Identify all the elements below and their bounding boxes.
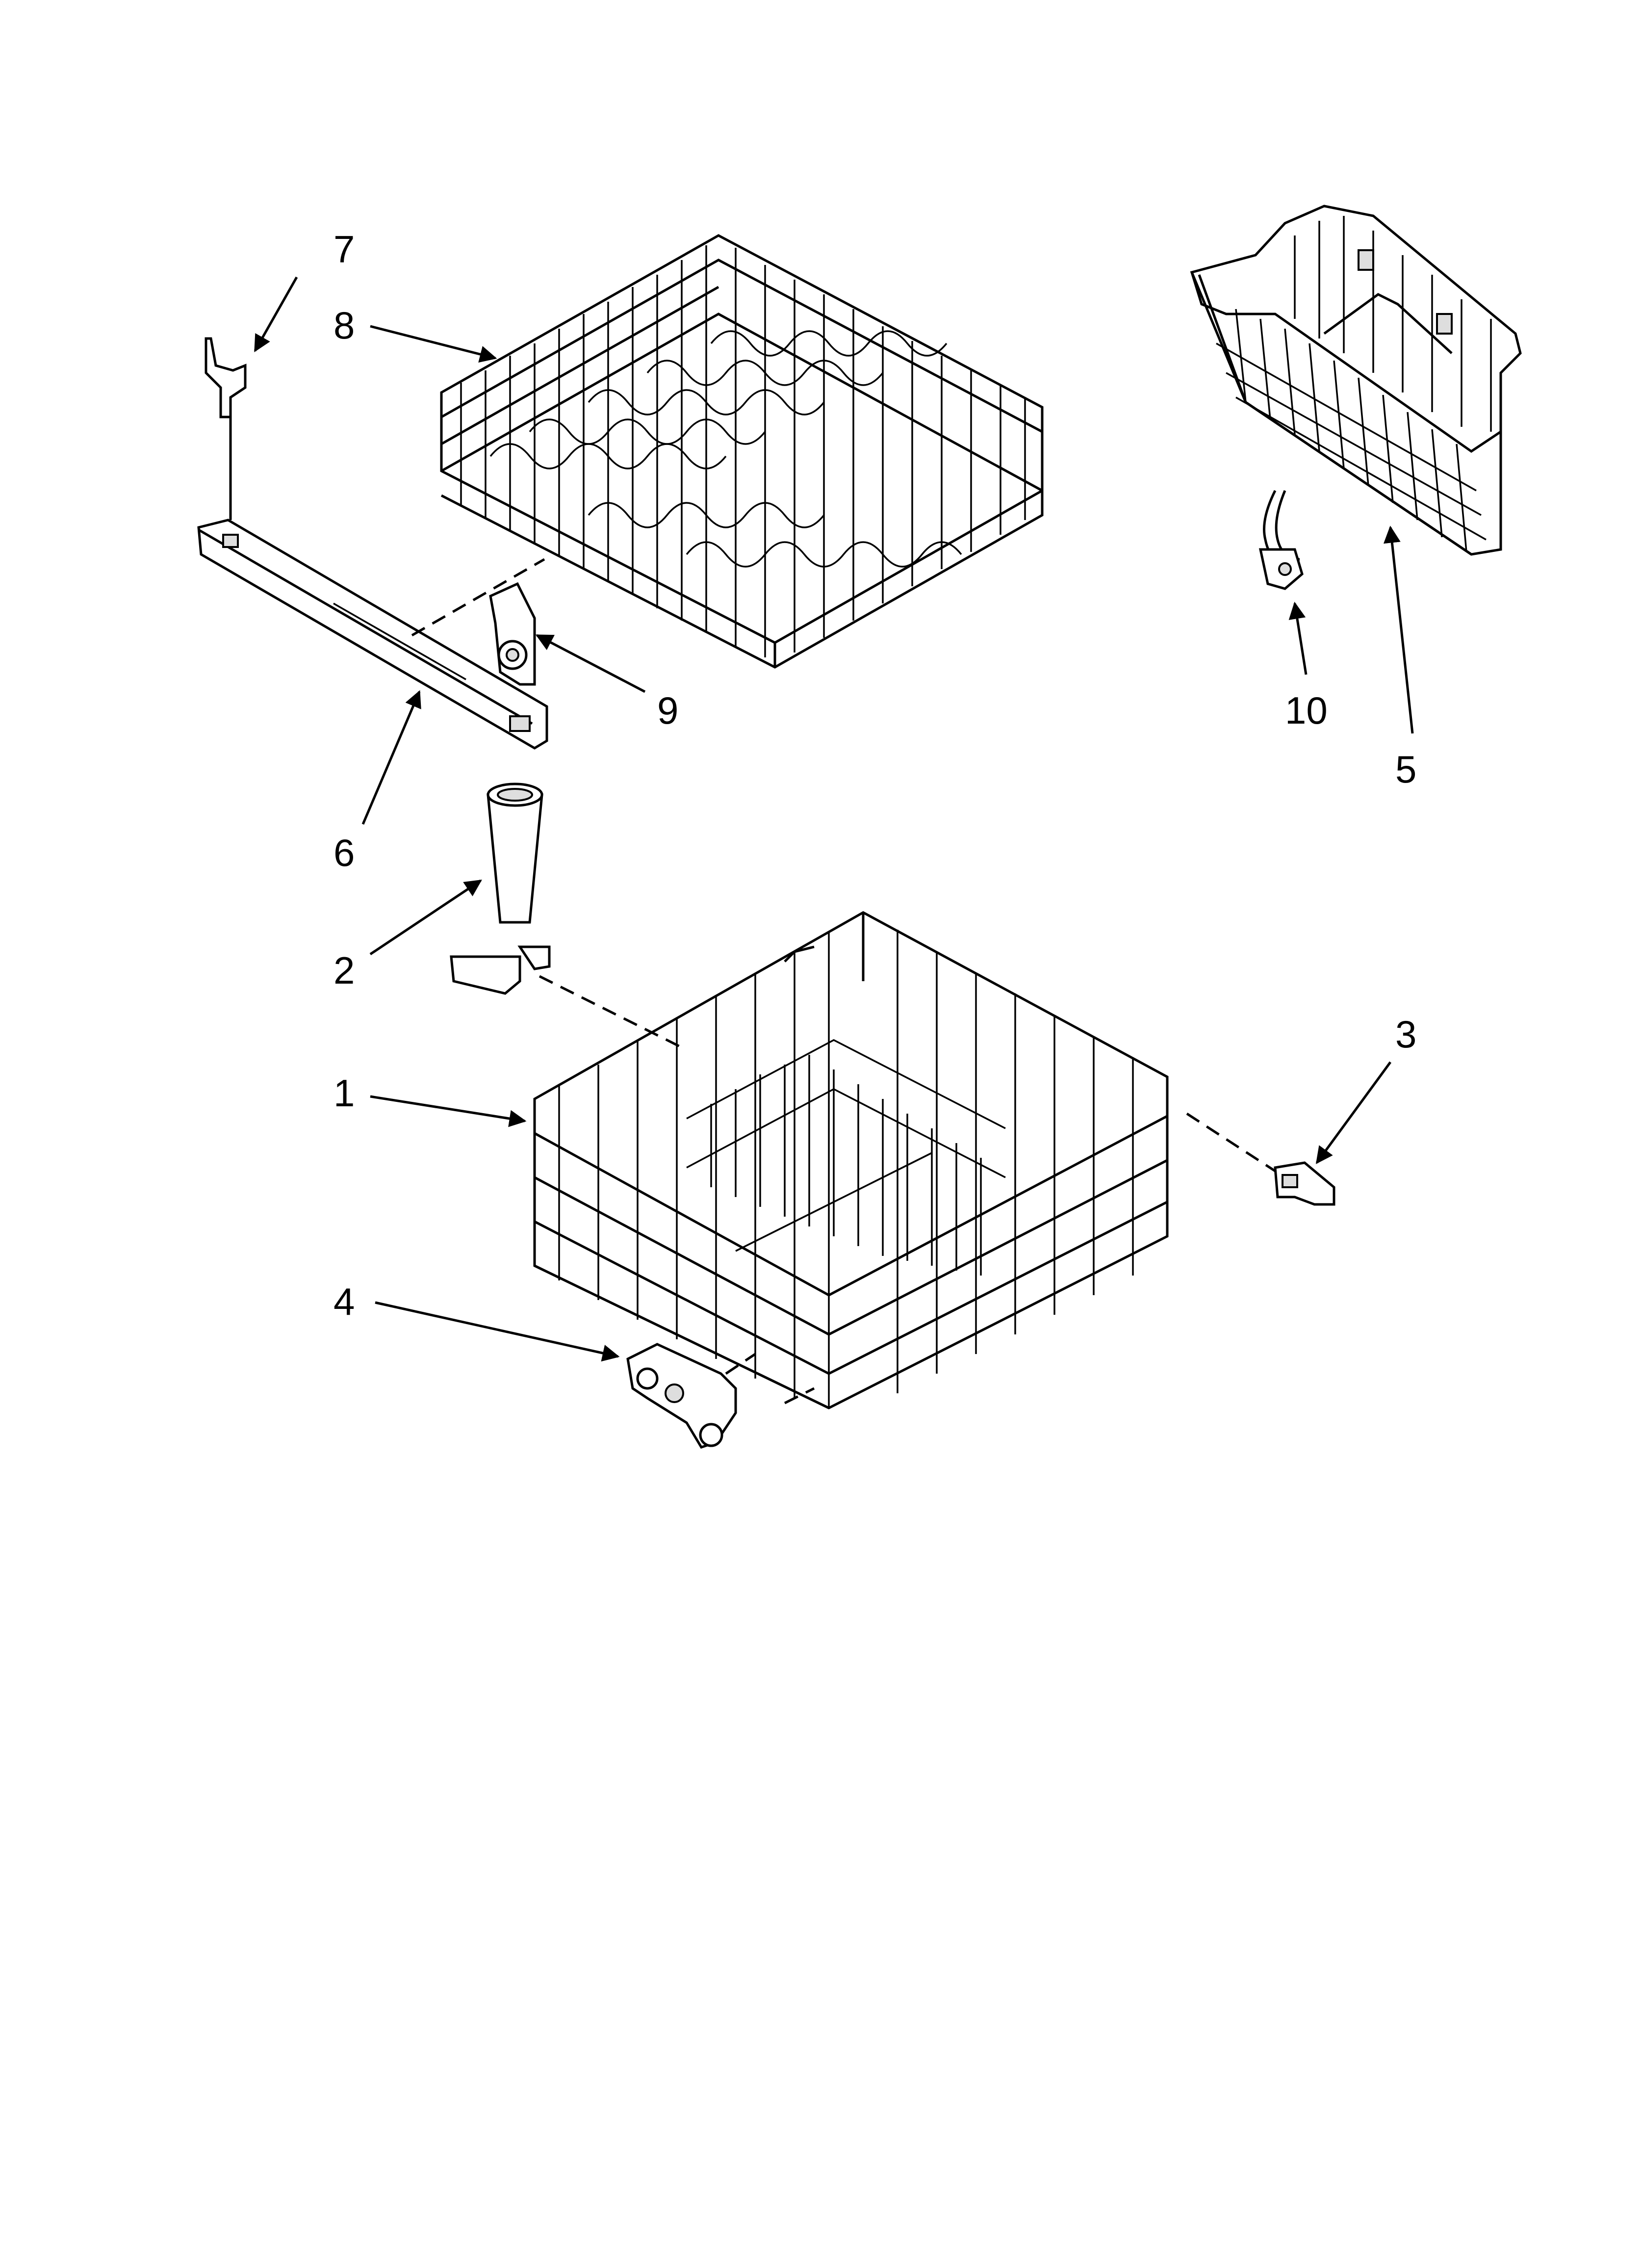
part-number-1: 1 xyxy=(334,1071,355,1115)
basket-handle-part xyxy=(1258,490,1304,590)
assembly-line xyxy=(784,1387,815,1405)
assembly-line xyxy=(411,558,545,637)
silverware-basket-part xyxy=(1190,205,1522,556)
part-number-6: 6 xyxy=(334,831,355,874)
rack-stop-part xyxy=(1274,1161,1335,1206)
assembly-line xyxy=(725,1353,756,1375)
end-cap-part xyxy=(205,337,247,520)
part-number-8: 8 xyxy=(334,304,355,347)
part-number-4: 4 xyxy=(334,1280,355,1323)
lower-dishrack-part xyxy=(533,911,1169,1409)
part-number-10: 10 xyxy=(1285,689,1328,732)
part-number-3: 3 xyxy=(1395,1013,1416,1056)
rack-adjuster-part xyxy=(489,582,536,686)
part-number-5: 5 xyxy=(1395,748,1416,791)
rack-track-part xyxy=(197,519,548,750)
upper-dishrack-part xyxy=(440,234,1044,669)
part-number-9: 9 xyxy=(657,689,678,732)
assembly-line xyxy=(539,975,688,1051)
assembly-line xyxy=(1186,1112,1286,1179)
spray-tube-part xyxy=(450,782,551,995)
part-number-7: 7 xyxy=(334,228,355,271)
leader-lines xyxy=(254,276,1414,1362)
part-number-2: 2 xyxy=(334,949,355,992)
roller-assembly-part xyxy=(626,1343,737,1449)
